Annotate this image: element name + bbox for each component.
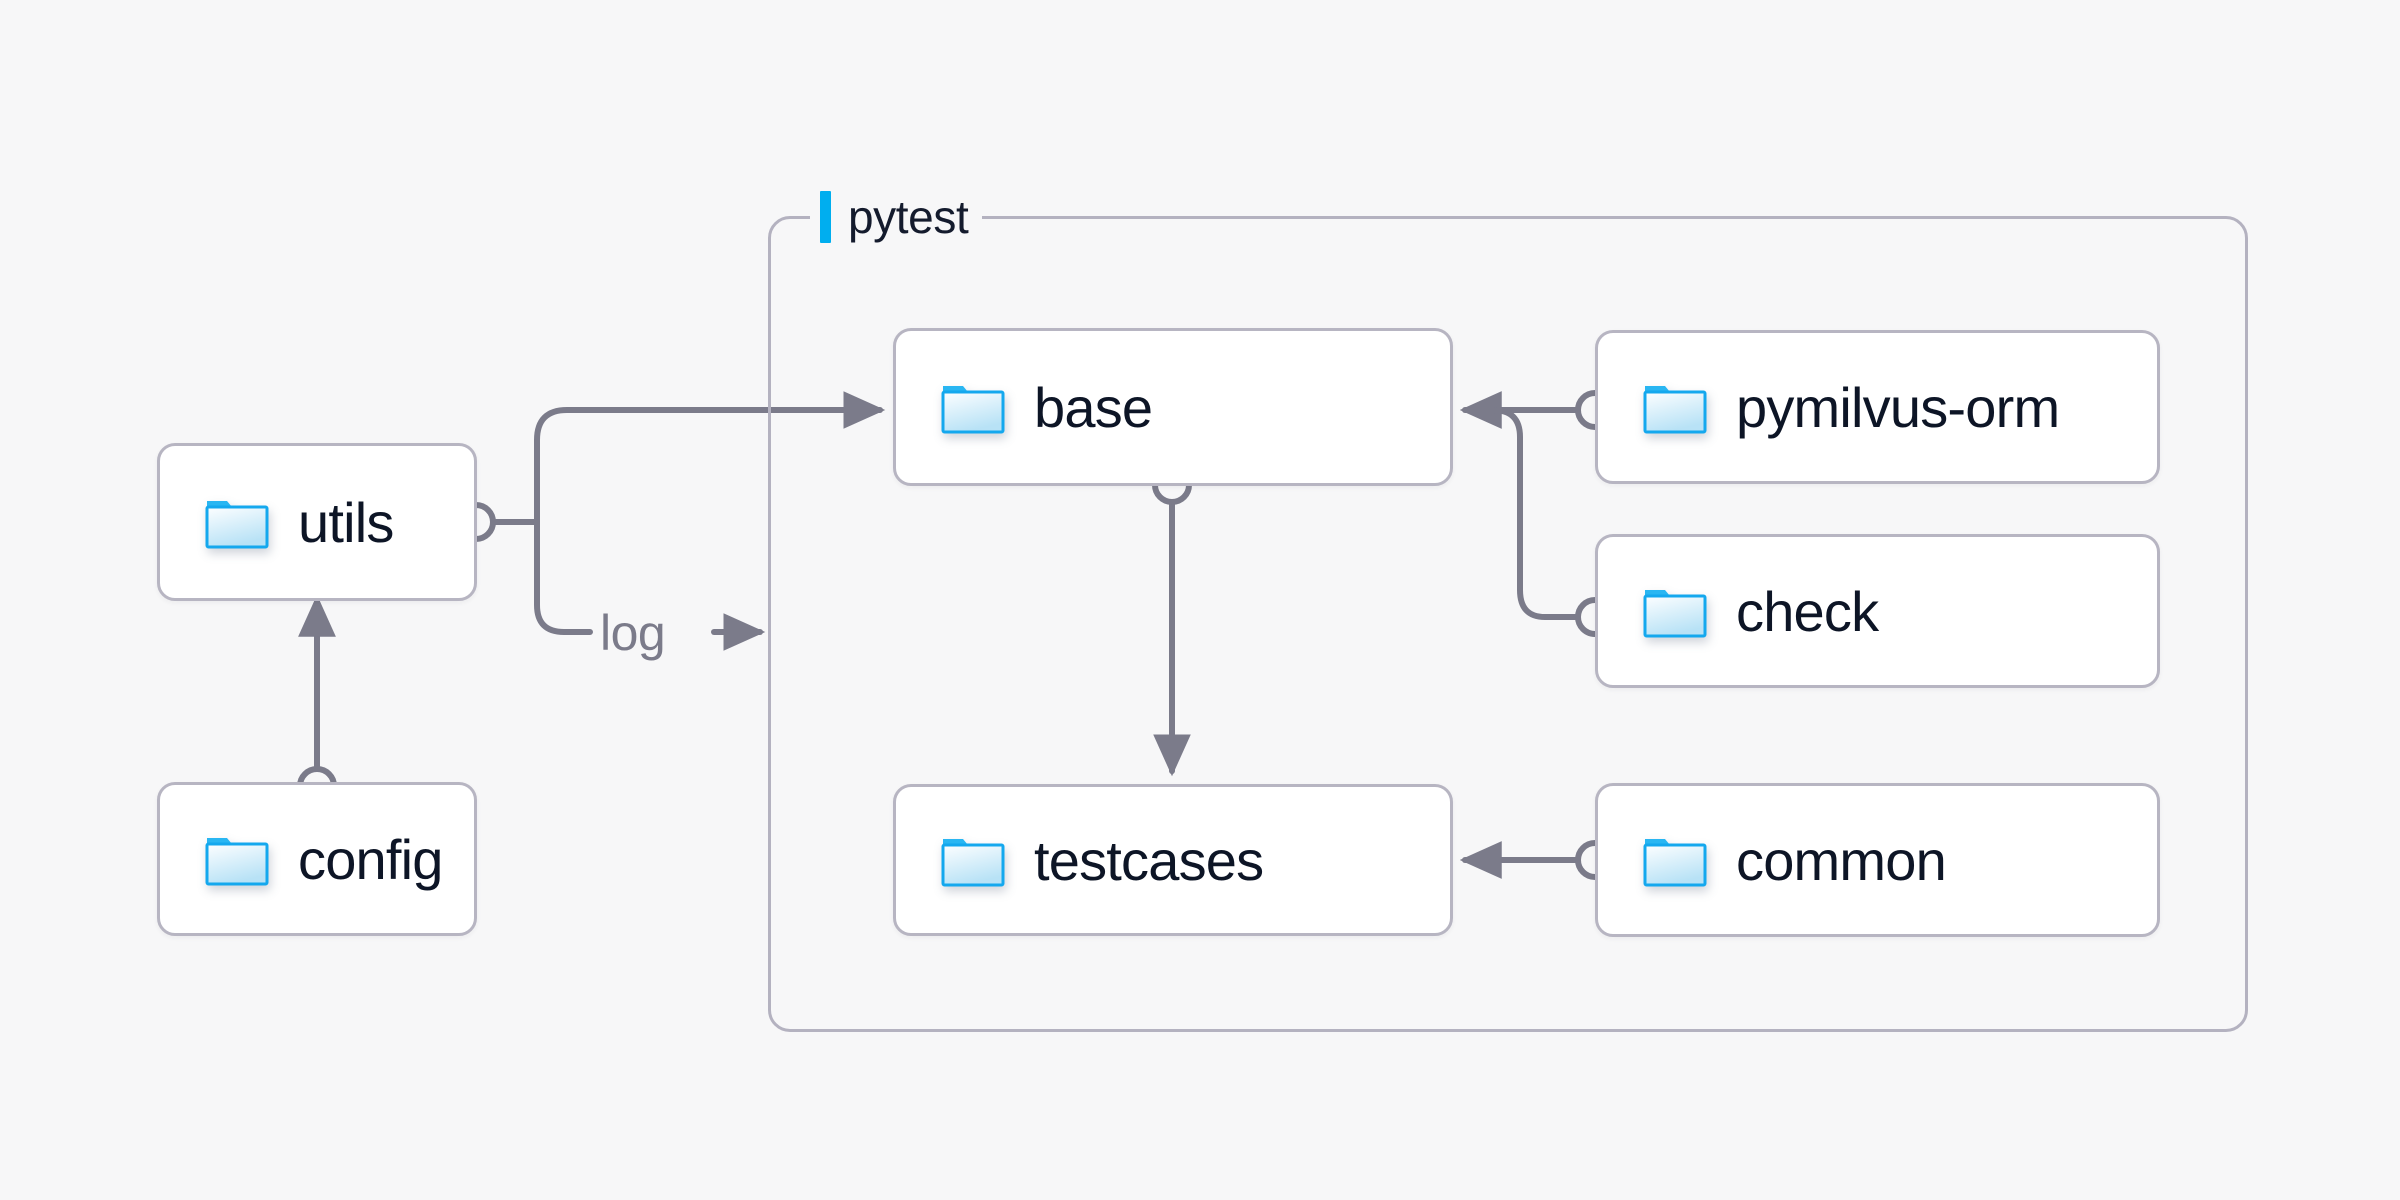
node-common[interactable]: common [1595,783,2160,937]
node-base-label: base [1034,375,1153,439]
edge-label-log: log [600,605,666,661]
group-accent-bar [820,191,831,243]
group-pytest-label: pytest [810,186,983,248]
node-check-label: check [1736,579,1879,643]
node-check[interactable]: check [1595,534,2160,688]
folder-icon [941,386,1005,434]
node-testcases[interactable]: testcases [893,784,1453,936]
node-config[interactable]: config [157,782,477,936]
folder-icon [205,501,269,549]
node-utils-label: utils [298,490,394,554]
node-pymilvus-orm-label: pymilvus-orm [1736,375,2060,439]
folder-icon [1643,590,1707,638]
folder-icon [1643,386,1707,434]
edge-utils-to-log [534,519,593,635]
group-pytest-label-text: pytest [848,191,969,243]
group-pytest[interactable] [768,216,2248,1032]
folder-icon [941,839,1005,887]
node-config-label: config [298,827,443,891]
node-common-label: common [1736,828,1947,892]
node-testcases-label: testcases [1034,828,1264,892]
node-base[interactable]: base [893,328,1453,486]
node-pymilvus-orm[interactable]: pymilvus-orm [1595,330,2160,484]
node-utils[interactable]: utils [157,443,477,601]
folder-icon [205,838,269,886]
folder-icon [1643,839,1707,887]
